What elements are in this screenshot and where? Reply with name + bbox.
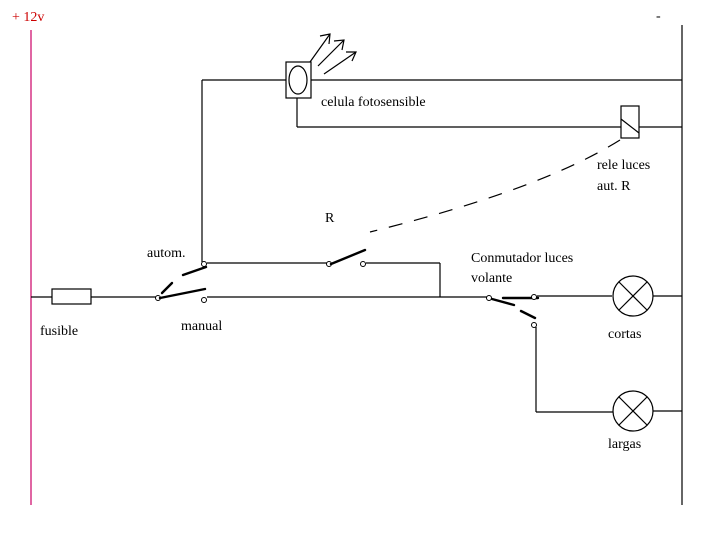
light-arrows <box>309 33 357 75</box>
light-switch-blade-b <box>519 309 537 320</box>
fuse-symbol <box>51 288 92 305</box>
relay-coil <box>620 105 640 139</box>
selector-auto-terminal <box>201 261 207 267</box>
photocell-lens <box>288 65 308 95</box>
relay-label-line1: rele luces <box>597 158 650 173</box>
low-beam-lamp <box>612 275 654 317</box>
light-switch-label-line2: volante <box>471 271 512 286</box>
light-switch-high-terminal <box>531 322 537 328</box>
high-beam-label: largas <box>608 437 641 452</box>
autom-label: autom. <box>147 246 186 261</box>
fuse-label: fusible <box>40 324 78 339</box>
light-switch-blade-a <box>490 297 516 307</box>
relay-coil-slash <box>620 118 640 134</box>
selector-manual-terminal <box>201 297 207 303</box>
selector-auto-blade-dash2 <box>181 265 208 277</box>
high-beam-lamp <box>612 390 654 432</box>
photocell-label: celula fotosensible <box>321 95 426 110</box>
light-switch-label-line1: Conmutador luces <box>471 251 573 266</box>
relay-contact-blade <box>329 248 367 266</box>
positive-label: + 12v <box>12 10 44 25</box>
relay-mechanical-link <box>369 139 621 233</box>
selector-auto-blade-dash1 <box>160 281 174 295</box>
relay-contact-label: R <box>325 211 335 226</box>
light-switch-common <box>486 295 492 301</box>
relay-contact-terminal <box>360 261 366 267</box>
low-beam-label: cortas <box>608 327 641 342</box>
light-switch-low-terminal <box>531 294 537 300</box>
relay-label-line2: aut. R <box>597 179 631 194</box>
selector-manual-blade <box>158 287 207 300</box>
negative-label: - <box>656 9 661 24</box>
manual-label: manual <box>181 319 222 334</box>
